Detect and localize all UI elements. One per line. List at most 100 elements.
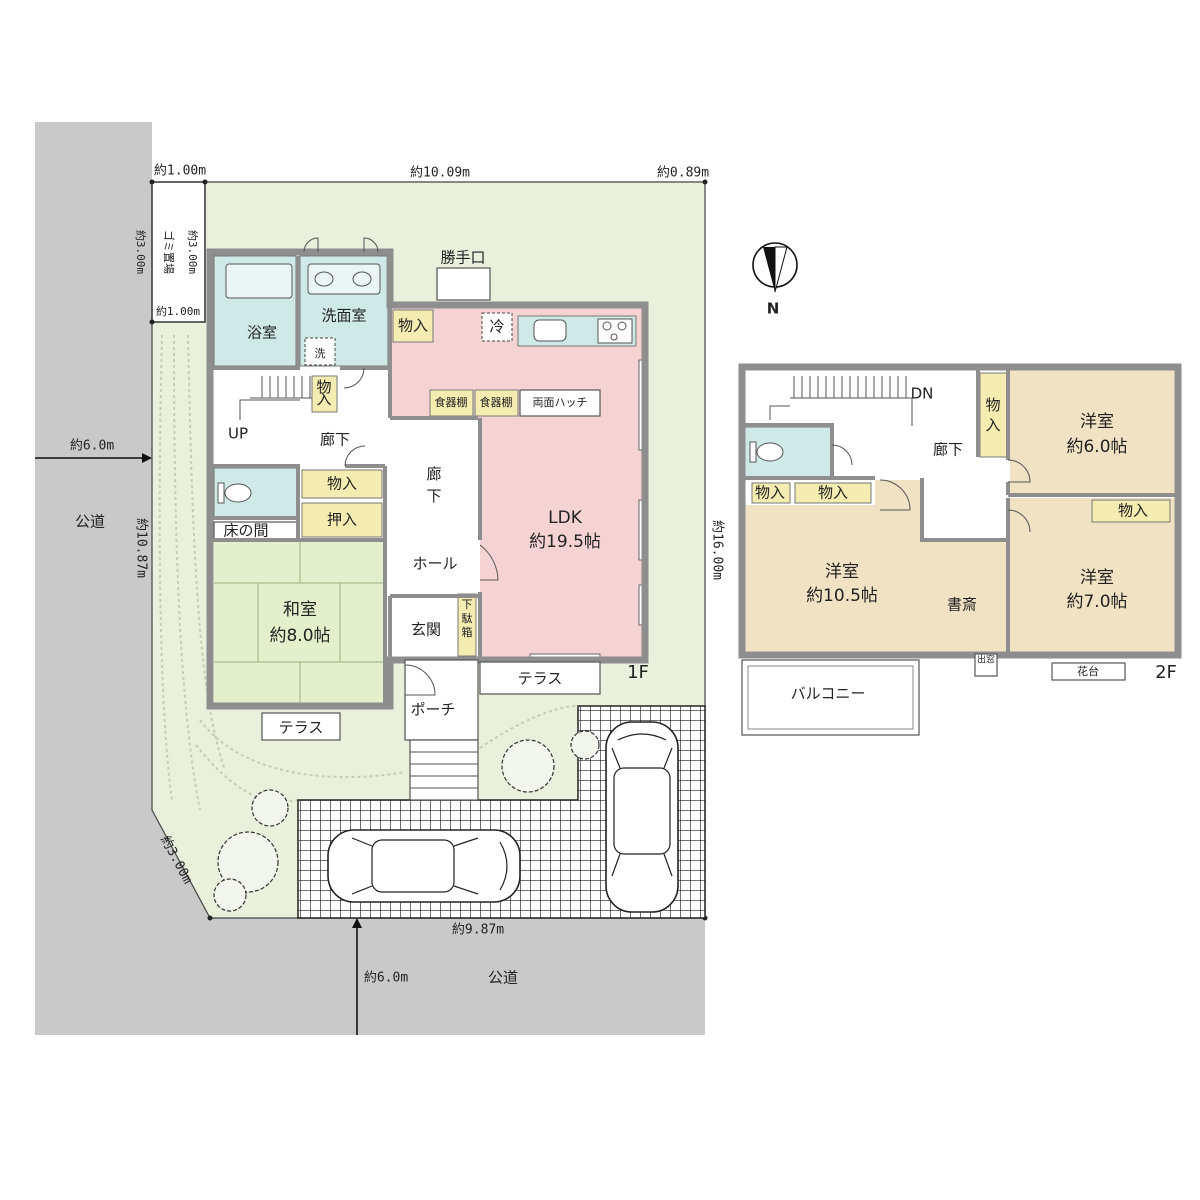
garbage-area [151, 181, 206, 323]
closet-label: 押入 [327, 511, 357, 529]
garbage-area-label: ゴミ置場 [162, 230, 176, 274]
storage-a-label: 物入 [755, 484, 785, 502]
flower-stand [1051, 662, 1126, 681]
corridor-vertical-label: 廊下 [426, 465, 441, 505]
cupboard-2 [474, 389, 519, 417]
sink-icon [307, 263, 381, 295]
corridor-horizontal-label: 廊下 [320, 431, 350, 449]
stairs-down-label: DN [911, 385, 934, 403]
toilet-icon [217, 482, 252, 504]
road-bottom-arrow [352, 918, 362, 1035]
closet [301, 502, 383, 538]
shrub-icon [213, 730, 600, 912]
car-icon [327, 829, 521, 903]
terrace-washitsu [261, 712, 341, 741]
road-left-arrow [35, 453, 152, 463]
storage-stair-label: 物入 [316, 378, 331, 408]
storage-hall [301, 469, 383, 499]
garbage-dimension-left: 約3.00m [134, 230, 148, 274]
door-swings-2f [831, 444, 1031, 533]
terrace-washitsu-label: テラス [279, 719, 324, 737]
garbage-dimension-right: 約3.00m [186, 230, 200, 274]
floor1 [206, 237, 649, 801]
storage-b-label: 物入 [818, 484, 848, 502]
bay-window-label: 出窓 [977, 654, 995, 666]
washer-label: 洗 [315, 347, 326, 360]
terrace-ldk [479, 661, 601, 695]
garden-path [158, 334, 579, 811]
floor1-label: 1F [627, 662, 649, 683]
compass-north-label: N [767, 300, 780, 318]
stairs-1f [239, 376, 312, 420]
western-room-a [1010, 370, 1175, 495]
ldk-size: 約19.5帖 [529, 532, 601, 552]
hall-label: ホール [412, 555, 457, 573]
road-left-dimension: 約6.0m [70, 439, 114, 454]
service-door-frame [436, 267, 491, 301]
storage-b [794, 482, 872, 504]
fridge-space [481, 312, 513, 342]
western-room-a-name: 洋室 [1080, 412, 1114, 432]
storage-c-label: 物入 [1118, 502, 1148, 520]
balcony-label: バルコニー [791, 685, 866, 703]
bathtub-icon [225, 263, 293, 299]
flower-stand-label: 花台 [1077, 664, 1099, 678]
bath-label: 浴室 [247, 324, 277, 342]
car-icon [605, 721, 679, 913]
tokonoma-label: 床の間 [223, 522, 268, 540]
public-road [35, 122, 705, 1035]
entrance-label: 玄関 [411, 621, 441, 639]
porch-label: ポーチ [410, 701, 455, 719]
balcony [741, 659, 920, 736]
dimension-bottom: 約9.87m [452, 923, 504, 938]
storage-stair [311, 375, 338, 413]
western-room-b-name: 洋室 [825, 562, 859, 582]
western-room-c-name: 洋室 [1080, 568, 1114, 588]
storage-a [751, 482, 791, 504]
dimension-top: 約10.09m [410, 166, 470, 181]
entry-steps [409, 739, 479, 801]
service-door-label: 勝手口 [440, 249, 485, 267]
cupboard-2-label: 食器棚 [480, 395, 513, 409]
floor2 [738, 363, 1182, 736]
western-room-c-size: 約7.0帖 [1066, 592, 1127, 612]
western-room-b [745, 480, 1006, 652]
toilet-icon [749, 441, 784, 463]
interior-walls-2f [745, 370, 1175, 652]
cupboard-1-label: 食器棚 [435, 395, 468, 409]
road-bottom-dimension: 約6.0m [364, 971, 408, 986]
western-room-a-size: 約6.0帖 [1066, 437, 1127, 457]
storage-kitchen [392, 309, 434, 343]
stairs-up-label: UP [228, 425, 248, 443]
ldk-name: LDK [548, 508, 583, 528]
garbage-dimension-bottom: 約1.00m [156, 304, 200, 318]
fridge-label: 冷 [489, 318, 504, 336]
compass-icon [752, 242, 798, 293]
outer-wall-1f [206, 248, 649, 710]
storage-hall-2f [979, 372, 1008, 458]
tatami-lines [214, 542, 384, 704]
interior-walls-1f [212, 256, 482, 706]
shoe-box-label: 下駄箱 [462, 598, 473, 639]
outer-wall-2f [738, 363, 1182, 659]
dimension-top-left: 約1.00m [154, 164, 206, 179]
dimension-top-right: 約0.89m [657, 166, 709, 181]
road-left-label: 公道 [75, 513, 105, 531]
hatch-label: 両面ハッチ [533, 396, 588, 409]
terrace-ldk-label: テラス [518, 670, 563, 688]
entrance-door-swing [404, 664, 436, 696]
cupboard-1 [429, 389, 474, 417]
dimension-left: 約10.87m [134, 518, 149, 578]
washer-space [304, 337, 336, 366]
storage-c [1091, 499, 1171, 523]
bay-window [974, 653, 998, 677]
corridor-2f-label: 廊下 [933, 441, 963, 459]
washitsu-room [214, 542, 384, 704]
washitsu-name: 和室 [283, 600, 317, 620]
kitchen-counter [517, 315, 637, 347]
study-label: 書斎 [947, 596, 977, 614]
stairs-2f [769, 376, 913, 426]
washitsu-size: 約8.0帖 [269, 626, 330, 646]
storage-kitchen-label: 物入 [398, 317, 428, 335]
